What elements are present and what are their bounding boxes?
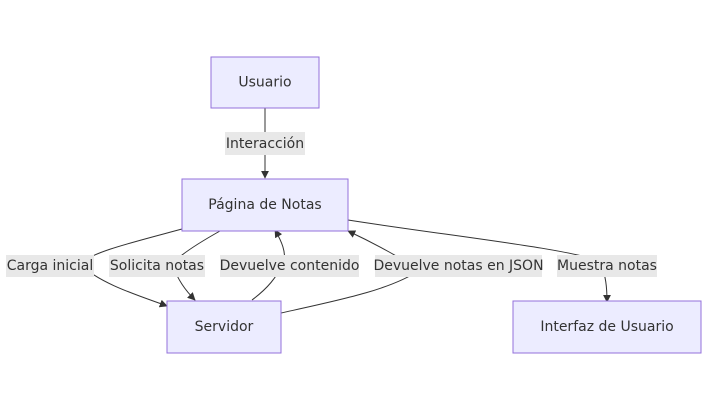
- node-servidor: Servidor: [166, 300, 282, 354]
- edge-label-devuelve-json-text: Devuelve notas en JSON: [373, 258, 543, 274]
- edge-label-solicita-notas: Solicita notas: [109, 255, 205, 277]
- node-interfaz-de-usuario: Interfaz de Usuario: [512, 300, 702, 354]
- edge-label-solicita-notas-text: Solicita notas: [110, 258, 204, 274]
- edge-label-devuelve-json: Devuelve notas en JSON: [373, 255, 544, 277]
- edge-label-muestra-notas: Muestra notas: [557, 255, 657, 277]
- node-pagina-de-notas: Página de Notas: [181, 178, 349, 232]
- edge-label-carga-inicial-text: Carga inicial: [7, 258, 94, 274]
- edge-label-carga-inicial: Carga inicial: [6, 255, 94, 277]
- edge-label-devuelve-contenido-text: Devuelve contenido: [220, 258, 360, 274]
- edge-label-devuelve-contenido: Devuelve contenido: [220, 255, 360, 277]
- node-servidor-label: Servidor: [195, 319, 254, 335]
- edge-label-muestra-notas-text: Muestra notas: [557, 258, 657, 274]
- edge-labels-layer: Interacción Carga inicial Solicita notas…: [6, 132, 657, 277]
- edge-label-interaccion: Interacción: [225, 132, 305, 155]
- edge-muestra-notas: [347, 219, 611, 303]
- node-usuario-label: Usuario: [238, 75, 291, 91]
- nodes-layer: Usuario Página de Notas Servidor Interfa…: [166, 56, 702, 354]
- edge-label-interaccion-text: Interacción: [226, 136, 304, 152]
- node-pagina-de-notas-label: Página de Notas: [208, 197, 321, 213]
- node-usuario: Usuario: [210, 56, 320, 109]
- node-interfaz-de-usuario-label: Interfaz de Usuario: [540, 319, 673, 335]
